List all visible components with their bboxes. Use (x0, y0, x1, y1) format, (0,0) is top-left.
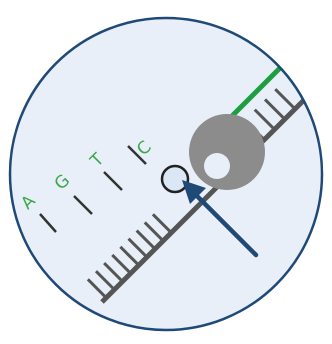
enzyme-pocket (204, 153, 230, 179)
polymerase-enzyme (189, 114, 265, 190)
active-site-circle (162, 166, 188, 192)
